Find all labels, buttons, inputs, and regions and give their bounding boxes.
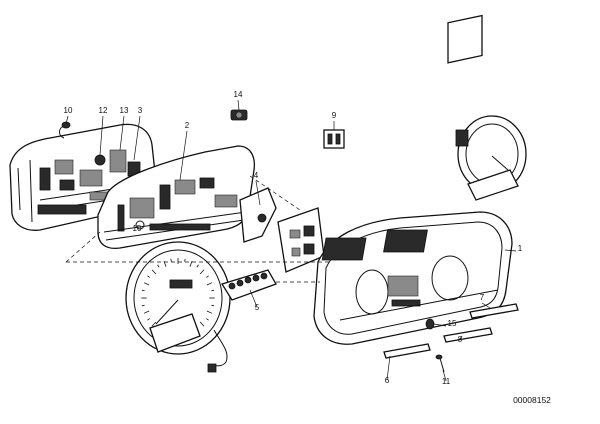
gauge-tick — [141, 289, 145, 292]
gauge-tick — [211, 289, 215, 292]
callout-c11: 11 — [442, 377, 451, 386]
callout-c12: 12 — [99, 106, 108, 115]
gauge-tick — [189, 260, 193, 267]
part-screw-11 — [435, 354, 445, 373]
gauge-tick — [206, 282, 213, 286]
gauge-tick — [170, 258, 172, 262]
part-warning-panel — [277, 207, 325, 273]
gauge-tick — [143, 282, 150, 286]
part-label-strip-6 — [383, 343, 431, 359]
callout-labels: 10 12 13 3 2 14 9 4 10 5 1 15 7 8 6 11 — [64, 90, 523, 386]
callout-c2: 2 — [185, 121, 190, 130]
gauge-tick — [151, 321, 157, 327]
gauge-tick — [157, 264, 160, 268]
gauge-tick — [151, 269, 157, 275]
callout-c8: 8 — [458, 335, 463, 344]
callout-c1: 1 — [518, 244, 523, 253]
callout-c9: 9 — [332, 111, 337, 120]
gauge-tick — [206, 318, 209, 321]
leader-lines — [65, 99, 517, 382]
drawing-number: 00008152 — [513, 395, 551, 405]
gauge-tick — [199, 269, 205, 275]
gauge-tick — [211, 304, 215, 307]
part-speedometer — [125, 241, 231, 373]
callout-c14: 14 — [234, 90, 243, 99]
assembly-lines — [65, 175, 330, 283]
callout-c6: 6 — [385, 376, 390, 385]
part-cluster-housing — [313, 211, 513, 345]
part-bulb-holder — [230, 109, 248, 121]
gauge-tick — [147, 318, 150, 321]
gauge-tick — [143, 310, 150, 314]
callout-c5: 5 — [255, 303, 260, 312]
part-tachometer — [447, 14, 527, 201]
part-bracket — [239, 187, 277, 243]
callout-c15: 15 — [448, 319, 457, 328]
callout-c10b: 10 — [133, 224, 142, 233]
part-bulb-carrier — [220, 269, 277, 301]
part-clip — [323, 129, 345, 149]
callout-c7: 7 — [480, 293, 485, 302]
callout-c10a: 10 — [64, 106, 73, 115]
gauge-tick — [184, 258, 186, 262]
callout-c13: 13 — [120, 106, 129, 115]
callout-c3: 3 — [138, 106, 143, 115]
part-label-strip-7 — [469, 303, 519, 319]
gauge-tick — [199, 321, 205, 327]
gauge-tick — [141, 304, 145, 307]
part-printed-circuit-plate — [97, 145, 256, 250]
gauge-tick — [196, 264, 199, 268]
gauge-tick — [147, 275, 150, 278]
gauge-tick — [206, 310, 213, 314]
part-screw-10 — [61, 121, 71, 129]
gauge-tick — [206, 275, 209, 278]
part-label-strip-8 — [443, 327, 493, 343]
part-bulb-15 — [425, 318, 435, 330]
callout-c4: 4 — [254, 171, 259, 180]
